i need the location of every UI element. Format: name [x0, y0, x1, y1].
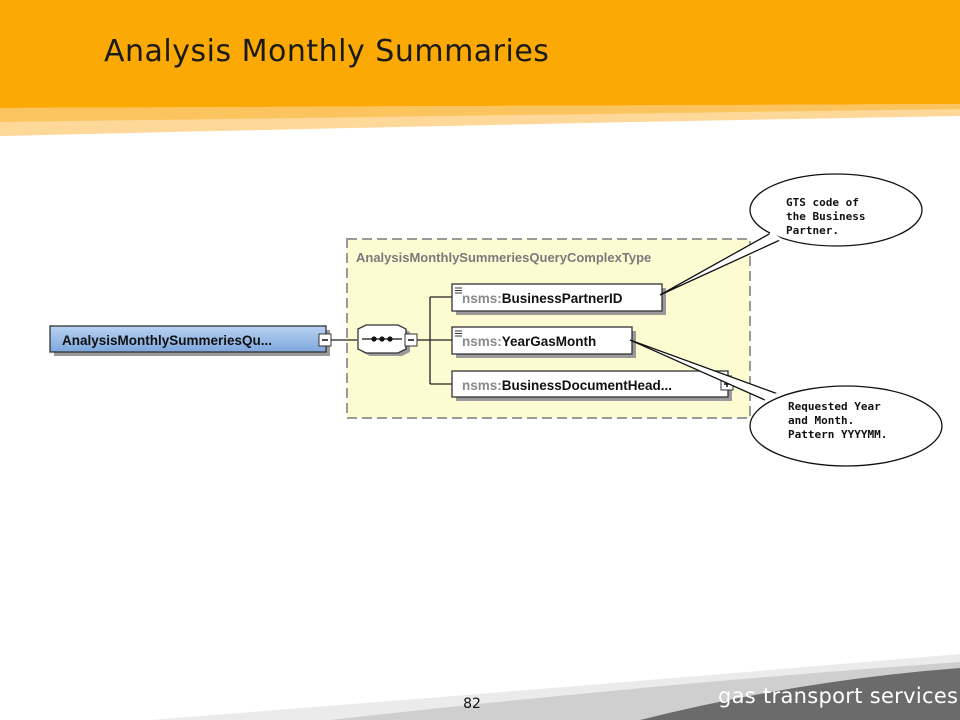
element-prefix: nsms:: [462, 378, 502, 393]
element-prefix: nsms:: [462, 334, 502, 349]
page-number: 82: [463, 696, 481, 712]
callout-bubble: GTS code of the Business Partner.: [659, 173, 923, 296]
header-band: [0, 0, 960, 108]
slide-title: Analysis Monthly Summaries: [104, 34, 550, 69]
child-element-box[interactable]: [451, 283, 663, 312]
element-prefix: nsms:: [462, 291, 502, 306]
svg-text:GTS code of the Business: GTS code of the Business Partner.: [786, 196, 872, 237]
callout-text-line: Partner.: [786, 224, 839, 237]
svg-text:Requested Year and Month: Requested Year and Month. Pattern YYYYMM…: [788, 400, 887, 441]
svg-text:nsms:BusinessPartnerID: nsms:BusinessPartnerID: [462, 291, 623, 306]
callout-text-line: Requested Year: [788, 400, 881, 413]
callout-text-line: Pattern YYYYMM.: [788, 428, 887, 441]
annotation-icon: [455, 287, 462, 294]
element-name: BusinessDocumentHead...: [502, 378, 672, 393]
svg-text:nsms:YearGasMonth: nsms:YearGasMonth: [462, 334, 596, 349]
header-swoosh: [0, 104, 960, 136]
footer-swoosh: [150, 654, 960, 720]
callout-text-line: GTS code of: [786, 196, 859, 209]
callout-bubble: Requested Year and Month. Pattern YYYYMM…: [629, 339, 943, 467]
element-name: YearGasMonth: [502, 334, 597, 349]
callout-text-line: and Month.: [788, 414, 854, 427]
branch-lines: [417, 296, 452, 385]
annotation-icon: [455, 330, 462, 337]
collapse-icon[interactable]: [318, 333, 332, 347]
complex-type-label: AnalysisMonthlySummeriesQueryComplexType: [356, 250, 651, 265]
collapse-icon[interactable]: [404, 333, 418, 347]
svg-text:nsms:BusinessDocumentHead...: nsms:BusinessDocumentHead...: [462, 378, 672, 393]
element-name: BusinessPartnerID: [502, 291, 623, 306]
callout-text-line: the Business: [786, 210, 865, 223]
root-element-label: AnalysisMonthlySummeriesQu...: [62, 333, 272, 348]
root-element-box[interactable]: [49, 325, 327, 353]
child-element-box[interactable]: [451, 370, 729, 398]
brand-logo-text: gas transport services: [718, 684, 959, 708]
